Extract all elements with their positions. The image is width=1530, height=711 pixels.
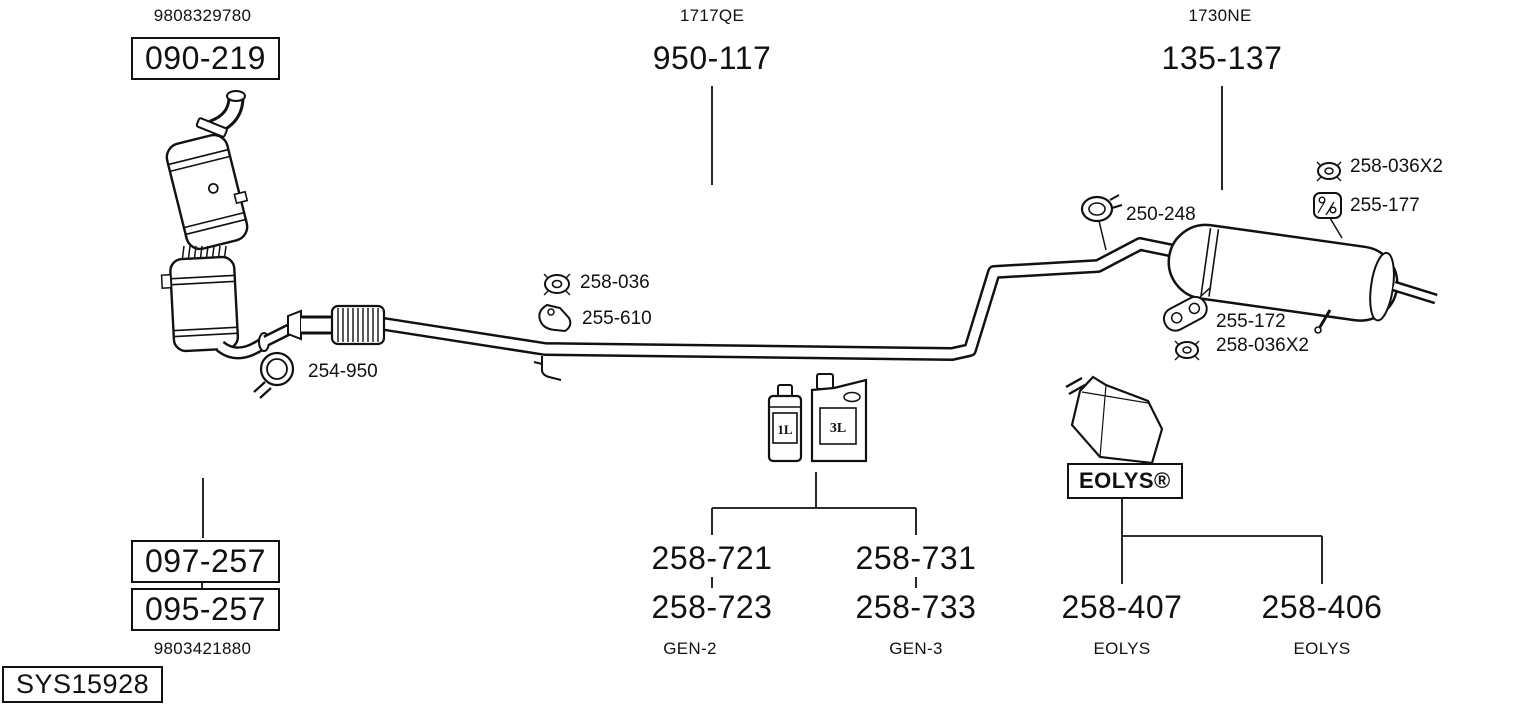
flex-pipe-drawing: [287, 304, 386, 346]
part-number-rear: 135-137: [1161, 40, 1283, 76]
bottle-3l-label: 3L: [830, 421, 846, 436]
callout-mid-rubber-mount: 258-036: [580, 272, 650, 293]
pipe-clamp-icon-rear: [1080, 194, 1123, 251]
catalytic-converter-drawing: [160, 90, 295, 360]
hanger-grommet-icon-rear: [1313, 192, 1343, 239]
rubber-mount-icon-mid: [543, 273, 571, 296]
part-number-097-boxed: 097-257: [131, 540, 280, 583]
part-number-095-boxed: 095-257: [131, 588, 280, 631]
additive-bottle-3l-drawing: 3L: [810, 373, 868, 463]
callout-rear-bracket: 255-172: [1216, 311, 1286, 332]
eolys-brand-badge: EOLYS®: [1067, 463, 1183, 499]
ref-code-front: 9808329780: [153, 6, 252, 25]
callout-mid-hanger: 255-610: [582, 308, 652, 329]
rubber-mount-icon-rear-top: [1316, 161, 1342, 182]
hanger-bracket-icon-mid: [538, 303, 572, 333]
ref-code-rear: 1730NE: [1188, 6, 1252, 25]
rubber-mount-icon-rear-bottom: [1174, 340, 1200, 361]
exhaust-pipe-drawing: [377, 237, 1191, 361]
part-number-gen3-top: 258-731: [855, 540, 977, 576]
callout-rear-pipe-clamp: 250-248: [1126, 204, 1196, 225]
ref-code-bottom-left: 9803421880: [153, 639, 252, 658]
part-number-gen2-top: 258-721: [651, 540, 773, 576]
additive-bottle-1l-drawing: 1L: [767, 384, 803, 463]
part-number-front-boxed: 090-219: [131, 37, 280, 80]
part-number-eolys-right: 258-406: [1261, 589, 1383, 625]
variant-label-eolys-right: EOLYS: [1293, 639, 1351, 658]
variant-label-eolys-left: EOLYS: [1093, 639, 1151, 658]
pipe-hanger-hook-icon: [533, 356, 562, 381]
eolys-bag-drawing: [1065, 375, 1164, 465]
callout-front-clamp: 254-950: [308, 361, 378, 382]
part-number-eolys-left: 258-407: [1061, 589, 1183, 625]
callout-rear-rubber-mount-top: 258-036X2: [1350, 156, 1443, 177]
muffler-drawing: [1167, 223, 1438, 334]
part-number-gen2-bottom: 258-723: [651, 589, 773, 625]
callout-rear-hanger: 255-177: [1350, 195, 1420, 216]
leader-lines: [201, 86, 1323, 588]
variant-label-gen3: GEN-3: [889, 639, 943, 658]
callout-rear-rubber-mount-bottom: 258-036X2: [1216, 335, 1309, 356]
clamp-icon-front: [253, 351, 295, 399]
ref-code-mid: 1717QE: [679, 6, 745, 25]
bottle-1l-label: 1L: [777, 422, 793, 437]
bracket-icon-rear: [1162, 286, 1212, 332]
system-code-badge: SYS15928: [2, 666, 164, 703]
variant-label-gen2: GEN-2: [663, 639, 717, 658]
part-number-mid: 950-117: [652, 40, 772, 76]
part-number-gen3-bottom: 258-733: [855, 589, 977, 625]
